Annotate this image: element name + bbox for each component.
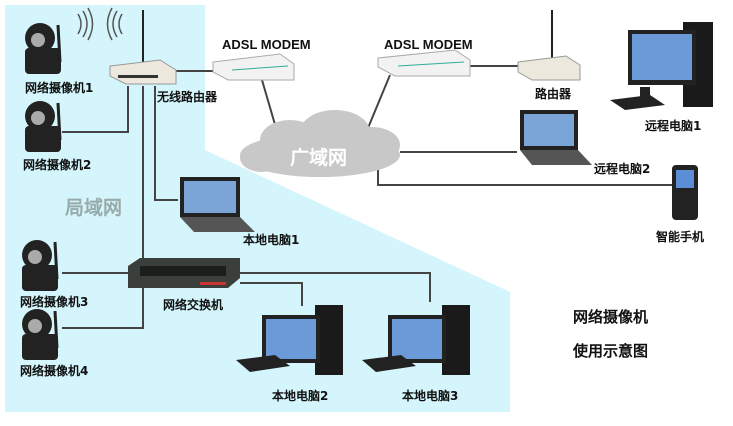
router-icon	[517, 10, 581, 81]
link-switch-pc2	[240, 282, 303, 306]
cloud-icon	[240, 110, 400, 177]
link-modem1-cloud	[261, 79, 277, 129]
desktop-computer-icon	[362, 305, 470, 375]
label-local-pc3: 本地电脑3	[402, 389, 459, 403]
link-cam2-router	[62, 86, 129, 133]
camera-icon	[22, 240, 59, 291]
caption-line1: 网络摄像机	[573, 308, 649, 326]
camera-icon	[22, 309, 59, 360]
label-phone: 智能手机	[656, 230, 705, 244]
desktop-computer-icon	[236, 305, 343, 375]
modem-icon	[377, 49, 471, 77]
wan-zone-label: 广域网	[290, 147, 348, 169]
camera-icon	[25, 101, 62, 152]
link-modem2-cloud	[367, 74, 391, 129]
label-remote-pc1: 远程电脑1	[645, 119, 702, 133]
link-switch-pc3	[240, 272, 431, 302]
label-remote-pc2: 远程电脑2	[594, 162, 651, 176]
label-cam3: 网络摄像机3	[20, 295, 89, 309]
label-local-pc1: 本地电脑1	[243, 233, 300, 247]
label-local-pc2: 本地电脑2	[272, 389, 329, 403]
wifi-icon	[77, 7, 123, 41]
camera-icon	[25, 23, 62, 74]
label-cam1: 网络摄像机1	[25, 81, 94, 95]
smartphone-icon	[672, 165, 698, 220]
lan-zone	[5, 5, 510, 412]
modem-icon	[212, 53, 295, 81]
network-switch-icon	[128, 258, 240, 288]
label-router: 路由器	[535, 87, 572, 101]
wireless-router-icon	[109, 10, 177, 85]
label-cam2: 网络摄像机2	[23, 158, 92, 172]
desktop-computer-icon	[610, 22, 713, 110]
caption-line2: 使用示意图	[573, 342, 649, 360]
link-router-laptop1	[154, 86, 178, 201]
laptop-icon	[520, 110, 592, 165]
laptop-icon	[180, 177, 255, 232]
label-modem1: ADSL MODEM	[222, 37, 311, 52]
label-cam4: 网络摄像机4	[20, 364, 89, 378]
label-switch: 网络交换机	[163, 298, 224, 312]
connection-lines	[62, 65, 686, 329]
label-modem2: ADSL MODEM	[384, 37, 473, 52]
link-cam4-switch	[62, 287, 144, 329]
lan-zone-label: 局域网	[65, 197, 123, 219]
label-wireless-router: 无线路由器	[157, 90, 218, 104]
